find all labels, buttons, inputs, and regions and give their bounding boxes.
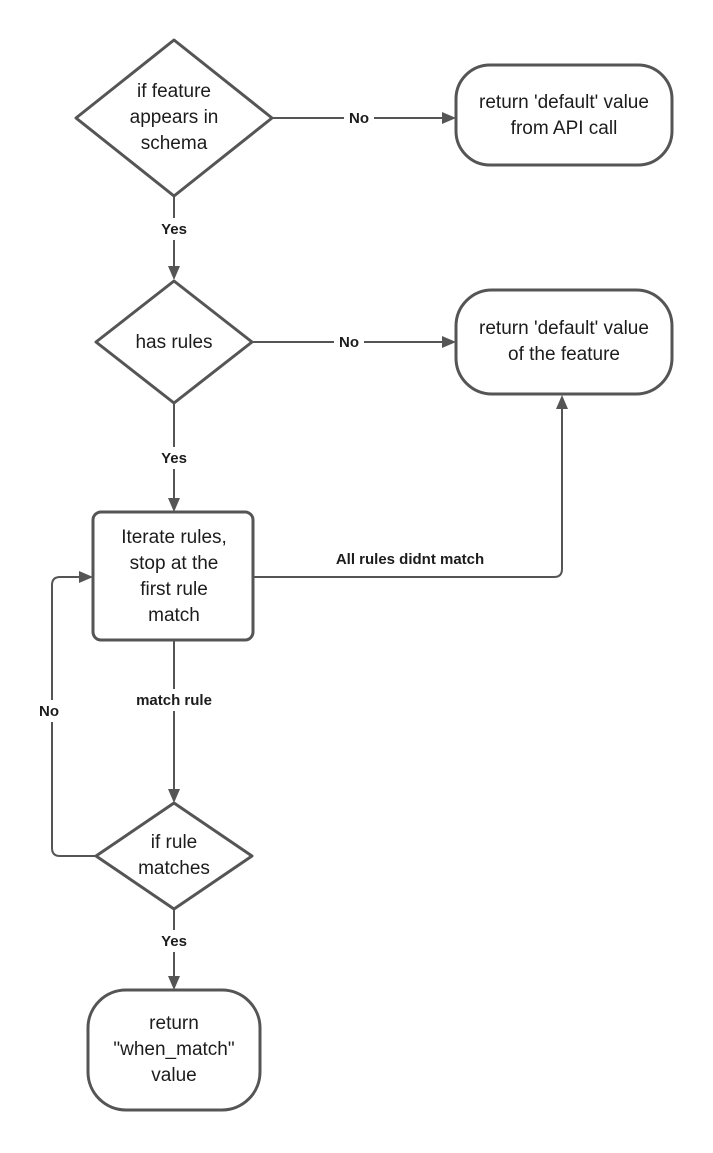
edge-label-rules-no: No — [339, 334, 359, 351]
decision-diamond-shape — [94, 279, 254, 405]
node-label-line: of the feature — [508, 344, 620, 365]
arrow-head-icon — [79, 571, 93, 583]
node-label-line: Iterate rules, — [121, 527, 227, 548]
edge-line — [253, 405, 563, 578]
node-check-schema[interactable]: if feature appears in schema — [74, 38, 274, 198]
edge-label-backdrop — [155, 218, 193, 240]
edge-label-backdrop — [320, 548, 500, 570]
node-if-rule-matches[interactable]: if rule matches — [94, 801, 254, 911]
edge-all-rules-nomatch: All rules didnt match — [253, 395, 568, 578]
node-has-rules[interactable]: has rules — [94, 279, 254, 405]
edge-rule-no: No — [33, 571, 96, 857]
arrow-head-icon — [556, 395, 568, 409]
edge-label-rule-yes: Yes — [161, 933, 187, 950]
node-label-line: return 'default' value — [479, 318, 649, 339]
edge-label-schema-yes: Yes — [161, 221, 187, 238]
node-return-default-api[interactable]: return 'default' value from API call — [454, 63, 674, 167]
edge-label-backdrop — [155, 930, 193, 952]
edge-label-backdrop — [155, 447, 193, 469]
edge-label-backdrop — [122, 689, 226, 711]
arrow-head-icon — [442, 112, 456, 124]
node-label-line: from API call — [511, 118, 618, 139]
arrow-head-icon — [442, 336, 456, 348]
node-label-line: "when_match" — [113, 1039, 234, 1060]
edge-label-backdrop — [334, 331, 364, 353]
arrow-head-icon — [168, 498, 180, 512]
decision-diamond-shape — [74, 38, 274, 198]
edge-rules-yes: Yes — [155, 390, 193, 512]
edge-rule-yes: Yes — [155, 908, 193, 990]
edge-label-backdrop — [344, 107, 374, 129]
arrow-head-icon — [168, 266, 180, 280]
node-return-when-match[interactable]: return "when_match" value — [86, 988, 262, 1112]
arrow-head-icon — [168, 976, 180, 990]
node-label-line: value — [151, 1065, 196, 1086]
decision-diamond-shape — [94, 801, 254, 911]
node-return-default-feature[interactable]: return 'default' value of the feature — [454, 288, 674, 396]
edge-label-rules-yes: Yes — [161, 450, 187, 467]
edge-rules-no: No — [252, 331, 456, 353]
terminator-rounded-shape — [454, 288, 674, 396]
node-label-line: return 'default' value — [479, 92, 649, 113]
node-label-line: first rule — [140, 579, 208, 600]
edge-label-all-rules-nomatch: All rules didnt match — [336, 551, 484, 568]
edge-label-backdrop — [33, 700, 65, 722]
node-label-line: match — [148, 605, 200, 626]
edge-label-schema-no: No — [349, 110, 369, 127]
terminator-rounded-shape — [86, 988, 262, 1112]
node-label-line: matches — [138, 858, 210, 879]
edge-schema-no: No — [272, 107, 456, 129]
terminator-rounded-shape — [454, 63, 674, 167]
node-label-line: schema — [141, 133, 208, 154]
edge-schema-yes: Yes — [155, 196, 193, 280]
node-label-line: stop at the — [130, 553, 219, 574]
node-label-line: if rule — [151, 832, 197, 853]
node-label-line: appears in — [130, 107, 219, 128]
edge-label-rule-no: No — [39, 703, 59, 720]
node-label-line: if feature — [137, 81, 211, 102]
node-label-line: has rules — [135, 332, 212, 353]
node-iterate-rules[interactable]: Iterate rules, stop at the first rule ma… — [91, 510, 255, 642]
edge-match-rule: match rule — [122, 640, 226, 803]
edge-label-match-rule: match rule — [136, 692, 212, 709]
arrow-head-icon — [168, 789, 180, 803]
process-rect-shape — [91, 510, 255, 642]
node-label-line: return — [149, 1013, 199, 1034]
